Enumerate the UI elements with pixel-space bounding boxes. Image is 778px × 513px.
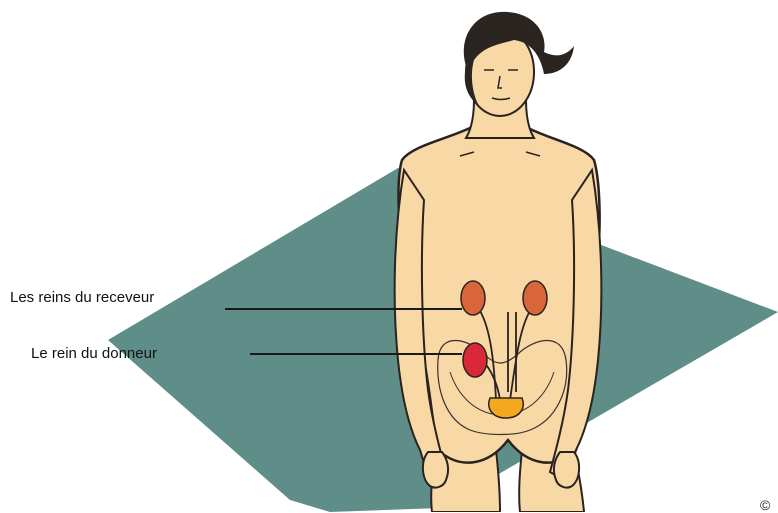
donor-kidney — [463, 343, 487, 377]
donor-kidney-label: Le rein du donneur — [31, 345, 157, 363]
recipient-kidney-right — [523, 281, 547, 315]
recipient-kidney-left — [461, 281, 485, 315]
recipient-kidneys-label: Les reins du receveur — [10, 289, 154, 307]
copyright-mark: © — [760, 497, 770, 513]
bladder — [489, 398, 523, 418]
